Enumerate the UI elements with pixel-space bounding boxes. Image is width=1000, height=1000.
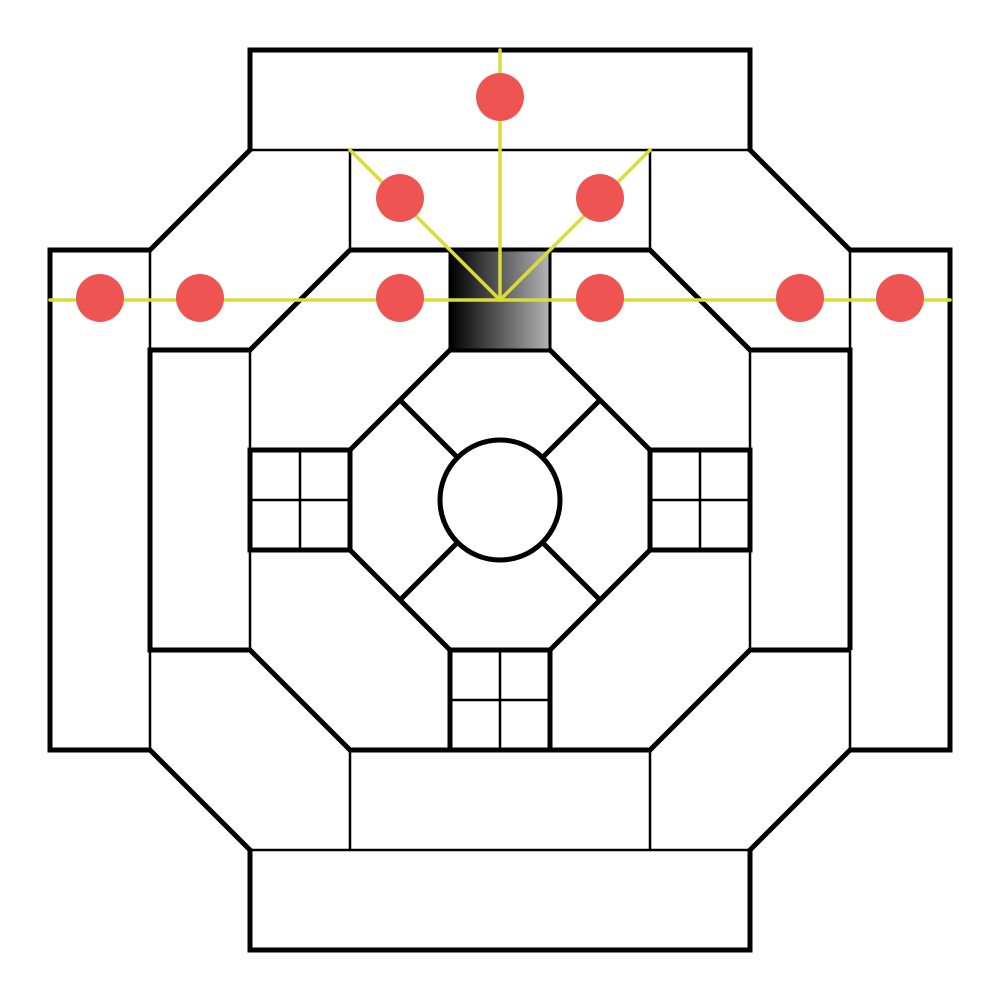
home-grid-bottom[interactable] bbox=[447, 647, 553, 753]
move-target-dot[interactable] bbox=[576, 274, 624, 322]
track-divider-left bbox=[150, 348, 250, 652]
inner-ring-boundary bbox=[248, 350, 752, 650]
move-target-dot[interactable] bbox=[176, 274, 224, 322]
move-target-dot[interactable] bbox=[376, 174, 424, 222]
track-slot-bottom[interactable] bbox=[348, 750, 652, 850]
move-ray-north-west bbox=[348, 148, 502, 302]
central-octagon bbox=[347, 347, 653, 653]
move-target-dot[interactable] bbox=[476, 73, 524, 121]
move-target-dot[interactable] bbox=[376, 274, 424, 322]
move-targets bbox=[76, 73, 924, 322]
home-grid-left[interactable] bbox=[247, 447, 353, 553]
center-spokes bbox=[398, 398, 602, 602]
move-target-dot[interactable] bbox=[576, 174, 624, 222]
move-target-dot[interactable] bbox=[776, 274, 824, 322]
track-slot-top[interactable] bbox=[348, 150, 652, 250]
track-divider-right bbox=[750, 348, 850, 652]
center-circle[interactable] bbox=[437, 437, 563, 563]
move-ray-north-east bbox=[498, 148, 652, 302]
home-grid-right[interactable] bbox=[647, 447, 753, 553]
move-target-dot[interactable] bbox=[876, 274, 924, 322]
outer-track-outline bbox=[47, 47, 953, 953]
move-target-dot[interactable] bbox=[76, 274, 124, 322]
